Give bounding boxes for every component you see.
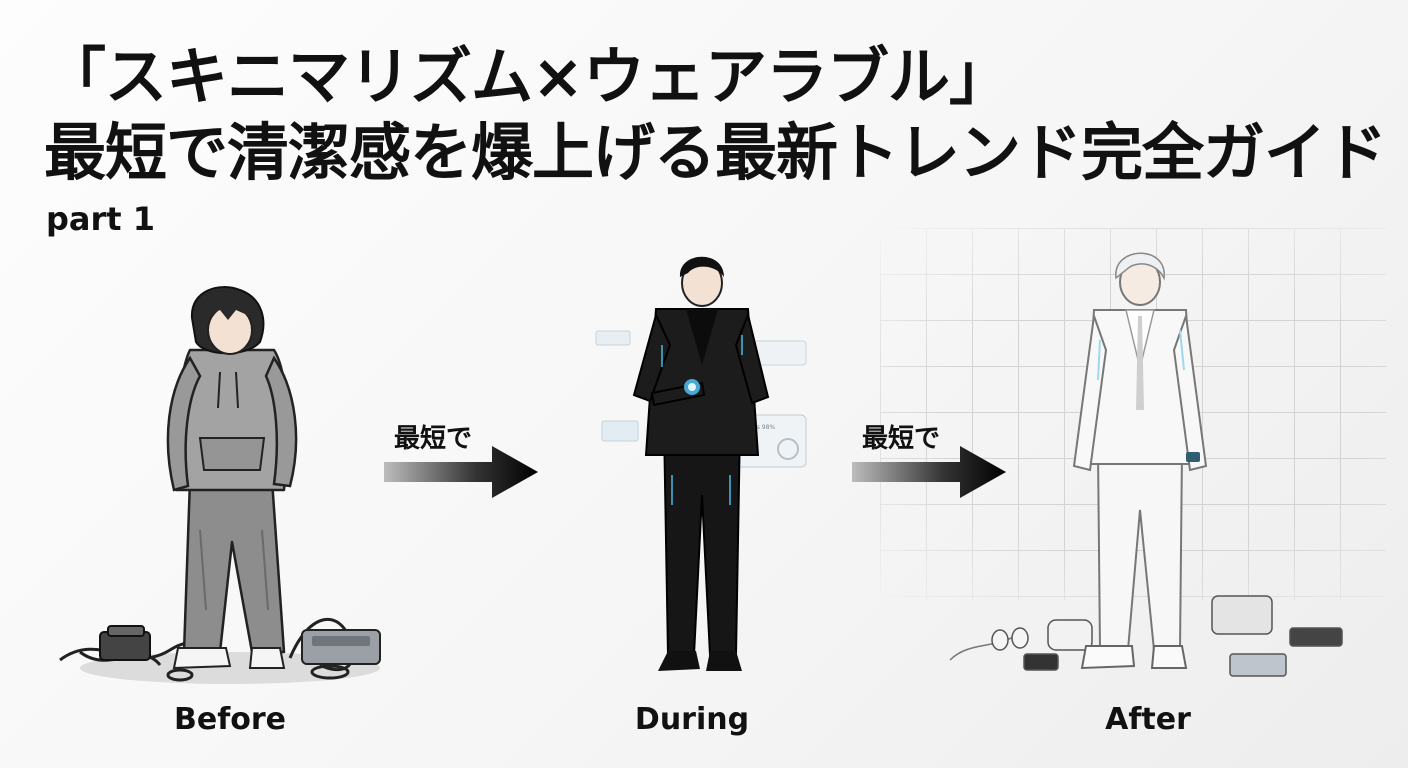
after-tablet xyxy=(1229,653,1287,677)
after-tie xyxy=(1136,316,1144,410)
after-phone xyxy=(1023,653,1059,671)
during-right-shoe xyxy=(706,651,742,671)
during-pants xyxy=(662,424,742,656)
stage-label-during: During xyxy=(634,702,750,737)
stage-label-after: After xyxy=(1105,702,1191,737)
before-right-shoe xyxy=(248,647,286,669)
during-hair xyxy=(679,256,724,277)
arrow-1 xyxy=(384,446,538,498)
during-left-shoe xyxy=(658,651,700,671)
part-label: part 1 xyxy=(46,200,155,238)
after-gadgets xyxy=(949,595,1343,677)
after-left-shoe xyxy=(1080,645,1136,670)
title-line-2: 最短で清潔感を爆上げる最新トレンド完全ガイド xyxy=(44,116,1387,189)
earbuds-case xyxy=(1047,619,1093,651)
after-phone-2 xyxy=(1289,627,1343,647)
during-illustration: Cheek Status 98% xyxy=(595,256,807,671)
arrow-2-label: 最短で xyxy=(862,424,941,454)
stage-label-before: Before xyxy=(173,702,287,737)
title-line-1: 「スキニマリズム×ウェアラブル」 xyxy=(44,40,1011,113)
before-left-shoe xyxy=(172,647,232,670)
before-head xyxy=(190,286,265,355)
broken-device-right xyxy=(301,629,381,665)
broken-device-left xyxy=(99,625,151,661)
arrow-2 xyxy=(852,446,1006,498)
after-illustration xyxy=(949,252,1343,677)
after-hair xyxy=(1115,252,1165,281)
arrow-1-label: 最短で xyxy=(394,424,473,454)
after-right-shoe xyxy=(1150,645,1188,669)
after-tech-trim xyxy=(1097,329,1185,381)
during-tech-trim xyxy=(661,335,743,505)
during-inner-shirt xyxy=(686,309,718,365)
during-left-arm xyxy=(632,312,672,403)
after-tablet-stand xyxy=(1211,595,1273,635)
after-pants xyxy=(1096,449,1184,651)
during-right-arm xyxy=(734,311,770,405)
after-smartwatch xyxy=(1186,452,1200,462)
after-left-arm xyxy=(1072,315,1108,472)
before-hoodie xyxy=(166,348,298,492)
before-illustration xyxy=(59,286,381,684)
before-pants xyxy=(182,478,286,654)
